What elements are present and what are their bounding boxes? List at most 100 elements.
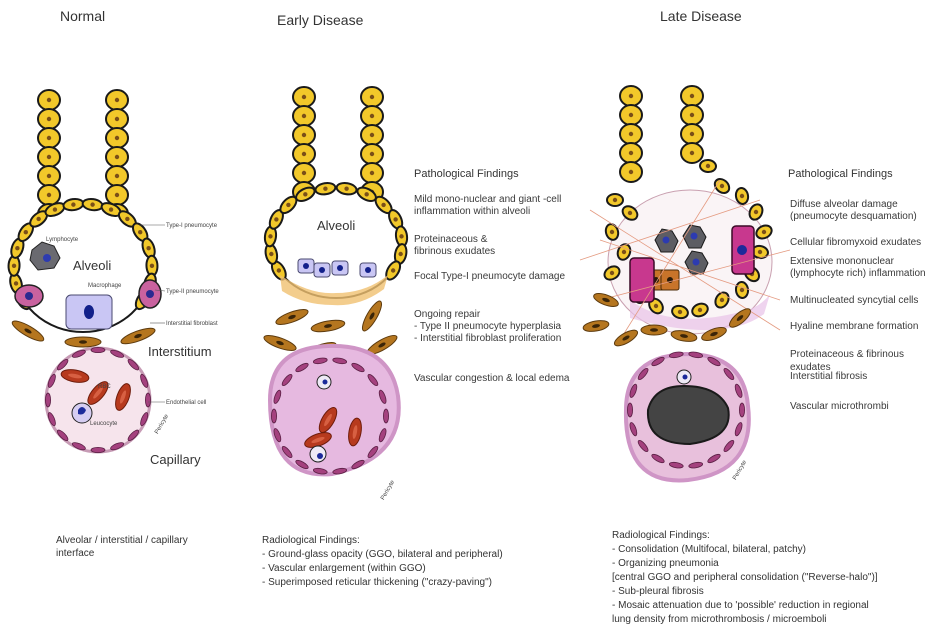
early-finding-2a: Proteinaceous & xyxy=(414,234,487,247)
lymphocyte-nucleus xyxy=(43,254,51,262)
late-finding-4: Multinucleated syncytial cells xyxy=(790,295,918,308)
normal-right-airway-cell-4-nucleus xyxy=(115,174,119,178)
early-finding-1b: inflammation within alveoli xyxy=(414,206,530,219)
early-right-airway-cell-3-nucleus xyxy=(370,152,374,156)
late-lymphocyte-nucleus-2 xyxy=(693,259,700,266)
early-left-airway-cell-4-nucleus xyxy=(302,171,306,175)
late-bronchiole xyxy=(620,86,703,182)
late-finding-1b: (pneumocyte desquamation) xyxy=(790,211,917,224)
late-findings-title: Pathological Findings xyxy=(788,168,893,182)
normal-alveolar-cell-10-nucleus xyxy=(125,217,129,221)
late-desquamated-cell-14-nucleus xyxy=(698,308,702,312)
early-alveolar-cell-10-nucleus xyxy=(393,217,397,221)
late-desquamated-cell-5-nucleus xyxy=(706,164,710,168)
normal-alveolar-cell-9-nucleus xyxy=(109,207,113,211)
late-radiology-3: [central GGO and peripheral consolidatio… xyxy=(612,572,878,585)
early-alveolar-cell-3-nucleus xyxy=(274,217,278,221)
normal-alveolar-cell-3-nucleus xyxy=(15,246,19,250)
normal-alveolar-cell-7-nucleus xyxy=(71,202,75,206)
early-right-airway-cell-2-nucleus xyxy=(370,133,374,137)
late-finding-2: Cellular fibromyxoid exudates xyxy=(790,237,921,250)
normal-left-airway-cell-4-nucleus xyxy=(47,174,51,178)
early-finding-4b: - Type II pneumocyte hyperplasia xyxy=(414,321,561,334)
early-alveoli-label: Alveoli xyxy=(317,218,355,234)
type1-label: Type-I pneumocyte xyxy=(166,223,217,231)
late-capillary xyxy=(626,351,749,480)
late-radiology-6: lung density from microthrombosis / micr… xyxy=(612,614,827,627)
late-left-airway-cell-0-nucleus xyxy=(629,94,633,98)
early-right-airway-cell-0-nucleus xyxy=(370,95,374,99)
late-desquamated-cell-1-nucleus xyxy=(628,211,632,215)
early-finding-3: Focal Type-I pneumocyte damage xyxy=(414,271,565,284)
early-radiology-3: - Superimposed reticular thickening ("cr… xyxy=(262,577,492,590)
early-radiology-1: - Ground-glass opacity (GGO, bilateral a… xyxy=(262,549,503,562)
late-radiology-5: - Mosaic attenuation due to 'possible' r… xyxy=(612,600,869,613)
early-leucocyte-nucleus-2 xyxy=(323,380,328,385)
normal-footer-line-1: Alveolar / interstitial / capillary xyxy=(56,535,188,548)
early-radiology-2: - Vascular enlargement (within GGO) xyxy=(262,563,426,576)
normal-alveolar-cell-5-nucleus xyxy=(36,217,40,221)
early-macrophage-nucleus-1 xyxy=(319,267,325,273)
normal-alveolar-cell-8-nucleus xyxy=(90,202,94,206)
normal-alveolar-cell-4-nucleus xyxy=(24,230,28,234)
early-endothelial-cell-9 xyxy=(271,409,276,423)
early-left-airway-cell-3-nucleus xyxy=(302,152,306,156)
type2-label: Type-II pneumocyte xyxy=(166,289,219,297)
late-radiology-title: Radiological Findings: xyxy=(612,530,710,543)
early-macrophage-nucleus-0 xyxy=(303,263,309,269)
normal-endothelial-cell-8 xyxy=(45,393,50,407)
lymphocyte-label: Lymphocyte xyxy=(46,237,78,245)
early-alveolar-cell-13-nucleus xyxy=(391,268,395,272)
late-desquamated-cell-2-nucleus xyxy=(610,230,614,234)
early-capillary xyxy=(270,346,399,475)
early-finding-1a: Mild mono-nuclear and giant -cell xyxy=(414,194,561,207)
normal-left-airway-cell-1-nucleus xyxy=(47,117,51,121)
normal-alveoli-label: Alveoli xyxy=(73,258,111,274)
late-desquamated-cell-9-nucleus xyxy=(762,230,766,234)
early-leucocyte-nucleus-1 xyxy=(317,453,323,459)
leucocyte-label: Leucocyte xyxy=(90,421,117,429)
early-alveolus xyxy=(264,182,408,306)
late-right-airway-cell-0-nucleus xyxy=(690,94,694,98)
normal-alveolar-cell-1-nucleus xyxy=(14,281,18,285)
late-desquamated-cell-12-nucleus xyxy=(740,288,744,292)
late-desquamated-cell-7-nucleus xyxy=(740,194,744,198)
early-alveolar-cell-4-nucleus xyxy=(286,203,290,207)
late-microthrombus xyxy=(648,386,729,444)
late-left-airway-cell-4-nucleus xyxy=(629,170,633,174)
late-syncytial-nucleus xyxy=(737,245,747,255)
normal-right-airway-cell-5-nucleus xyxy=(115,193,119,197)
late-right-airway-cell-2-nucleus xyxy=(690,132,694,136)
interstitium-label: Interstitium xyxy=(148,344,212,360)
normal-endothelial-cell-4 xyxy=(91,447,105,452)
early-left-airway-cell-2-nucleus xyxy=(302,133,306,137)
late-finding-8: Vascular microthrombi xyxy=(790,401,889,414)
early-alveolar-cell-12-nucleus xyxy=(398,252,402,256)
early-macrophage-nucleus-3 xyxy=(365,267,371,273)
endothelial-label: Endothelial cell xyxy=(166,400,206,408)
early-alveolar-cell-1-nucleus xyxy=(269,252,273,256)
late-finding-5: Hyaline membrane formation xyxy=(790,321,918,334)
late-radiology-4: - Sub-pleural fibrosis xyxy=(612,586,704,599)
capillary-label: Capillary xyxy=(150,452,201,468)
late-desquamated-cell-15-nucleus xyxy=(678,310,682,314)
late-leucocyte-nucleus xyxy=(683,375,688,380)
type2-nucleus-left xyxy=(25,292,33,300)
late-left-airway-cell-1-nucleus xyxy=(629,113,633,117)
normal-endothelial-cell-0 xyxy=(145,393,150,407)
late-desquamated-cell-13-nucleus xyxy=(720,298,724,302)
late-finding-3a: Extensive mononuclear xyxy=(790,256,894,269)
early-alveolar-cell-5-nucleus xyxy=(303,192,307,196)
late-desquamated-cell-8-nucleus xyxy=(754,210,758,214)
normal-fibroblast-2-nucleus xyxy=(79,340,87,344)
early-findings-title: Pathological Findings xyxy=(414,168,519,182)
late-right-airway-cell-3-nucleus xyxy=(690,151,694,155)
early-finding-4c: - Interstitial fibroblast proliferation xyxy=(414,333,561,346)
macrophage-label: Macrophage xyxy=(88,283,121,291)
early-alveolar-cell-2-nucleus xyxy=(268,234,272,238)
normal-right-airway-cell-2-nucleus xyxy=(115,136,119,140)
normal-right-airway-cell-0-nucleus xyxy=(115,98,119,102)
late-lymphocyte-nucleus-1 xyxy=(691,233,698,240)
late-left-airway-cell-3-nucleus xyxy=(629,151,633,155)
late-desquamated-cell-0-nucleus xyxy=(613,198,617,202)
